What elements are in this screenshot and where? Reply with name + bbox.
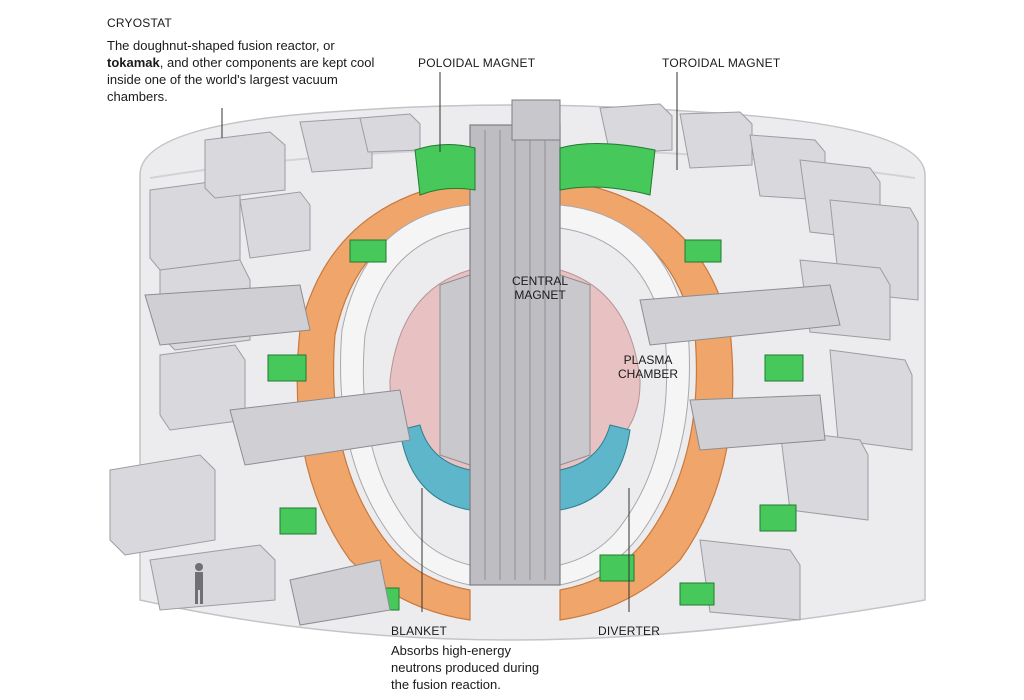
blanket-desc-line1: Absorbs high-energy xyxy=(391,643,511,658)
plasma-chamber-label: PLASMA CHAMBER xyxy=(608,353,688,381)
human-scale-figure xyxy=(195,563,203,604)
ports-equipment-left xyxy=(109,113,421,611)
blanket-desc-line3: the fusion reaction. xyxy=(391,677,501,692)
diverter-label: DIVERTER xyxy=(598,624,661,638)
poloidal-magnet-label: POLOIDAL MAGNET xyxy=(418,56,536,70)
cryostat-bold-term: tokamak xyxy=(107,55,160,70)
poloidal-magnets xyxy=(267,143,804,611)
central-magnet-column xyxy=(469,99,561,586)
cryostat-description: The doughnut-shaped fusion reactor, or t… xyxy=(107,37,377,105)
central-magnet-line1: CENTRAL xyxy=(511,274,568,288)
cryostat-text-after: , and other components are kept cool ins… xyxy=(107,55,375,104)
cryostat-title: CRYOSTAT xyxy=(107,16,172,30)
blanket-desc-line2: neutrons produced during xyxy=(391,660,540,675)
cryostat-text-before: The doughnut-shaped fusion reactor, or xyxy=(107,38,335,53)
remote-handling-arms xyxy=(144,284,841,626)
ports-equipment-right xyxy=(599,103,919,621)
toroidal-magnet-label: TOROIDAL MAGNET xyxy=(662,56,781,70)
plasma-chamber-left xyxy=(389,269,471,471)
central-magnet-line2: MAGNET xyxy=(514,288,566,302)
plasma-chamber-right xyxy=(559,269,641,471)
leader-lines xyxy=(221,72,678,612)
blanket-description: Absorbs high-energy neutrons produced du… xyxy=(391,642,591,693)
central-magnet-label: CENTRAL MAGNET xyxy=(500,274,580,302)
blanket-title: BLANKET xyxy=(391,624,448,638)
plasma-chamber-line2: CHAMBER xyxy=(617,367,678,381)
plasma-chamber-line1: PLASMA xyxy=(623,353,673,367)
